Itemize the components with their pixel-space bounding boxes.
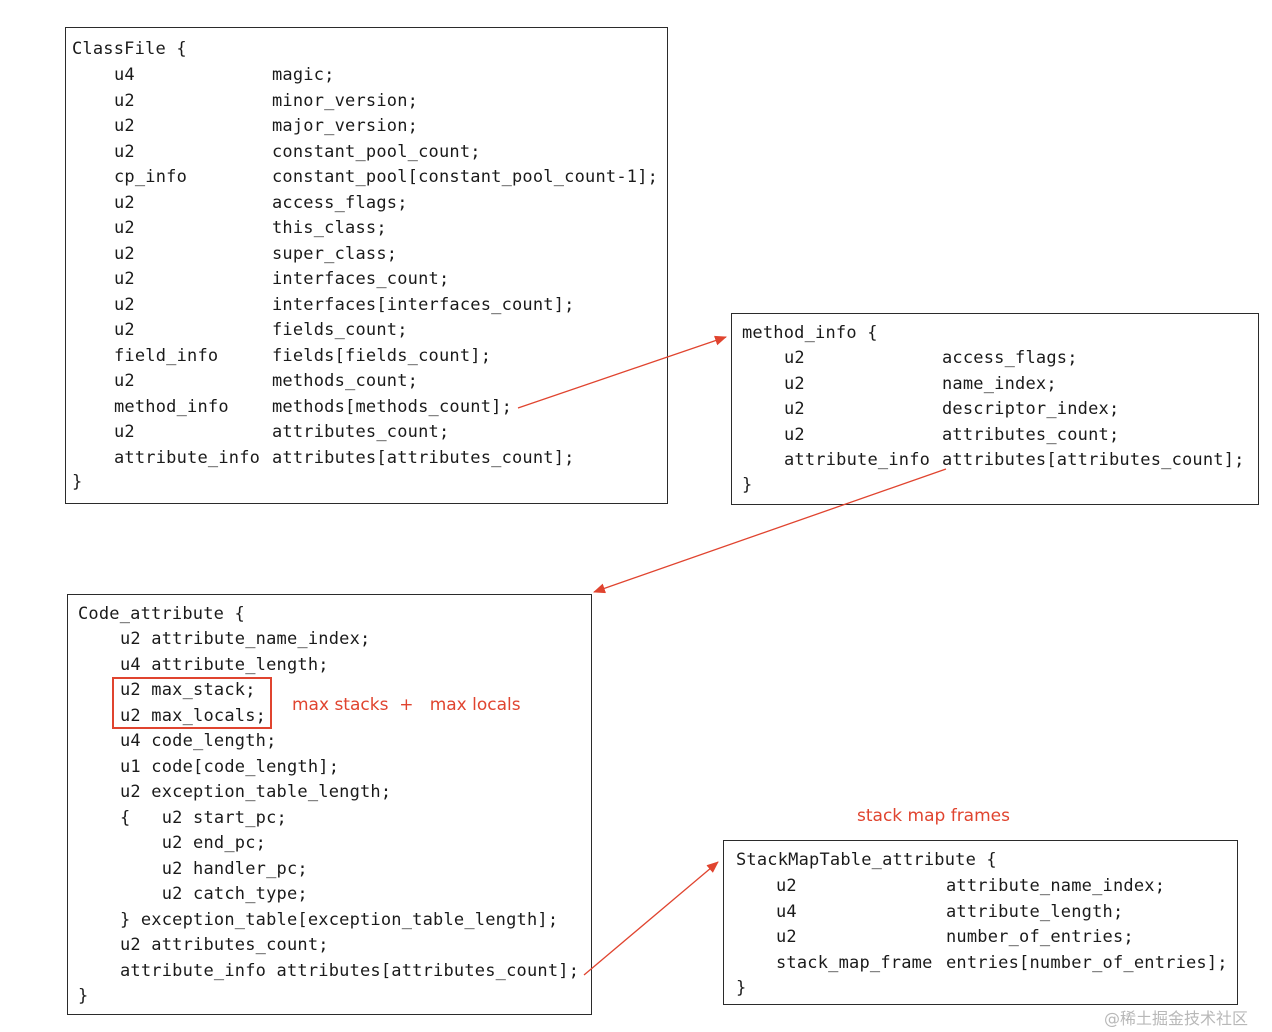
field-name: magic; [272, 65, 335, 85]
field-type: u2 [776, 927, 797, 947]
field-name: fields_count; [272, 320, 408, 340]
field-name: attribute_name_index; [946, 876, 1166, 896]
code-attribute-line: u2 end_pc; [120, 833, 267, 853]
code-attribute-line: u2 catch_type; [120, 884, 308, 904]
stack-map-frames-note: stack map frames [857, 806, 1010, 826]
stackmaptable-box: StackMapTable_attribute { u2 attribute_na… [723, 840, 1238, 1005]
field-name: this_class; [272, 218, 387, 238]
field-type: u2 [114, 422, 135, 442]
field-type: u2 [784, 424, 805, 445]
field-name: attributes_count; [942, 424, 1120, 445]
field-name: methods_count; [272, 371, 419, 391]
arrow-attributes-to-code-attribute [593, 468, 947, 594]
field-name: entries[number_of_entries]; [946, 952, 1228, 973]
field-name: number_of_entries; [946, 927, 1134, 947]
code-attribute-line: u1 code[code_length]; [120, 756, 340, 777]
code-attribute-header: Code_attribute { [78, 604, 245, 624]
arrow-attributes-to-stackmaptable [583, 861, 719, 976]
field-name: attribute_length; [946, 901, 1124, 922]
code-attribute-line: u4 code_length; [120, 731, 277, 751]
code-attribute-line: u2 handler_pc; [120, 858, 308, 879]
method-info-footer: } [742, 475, 753, 495]
max-highlight-box [112, 677, 272, 729]
field-name: constant_pool_count; [272, 141, 481, 162]
code-attribute-line: u2 max_stack; [120, 680, 256, 700]
field-type: u2 [114, 269, 135, 289]
field-type: attribute_info [784, 450, 931, 470]
code-attribute-footer: } [78, 986, 89, 1006]
max-stacks-locals-note: max stacks + max locals [292, 695, 521, 715]
field-name: minor_version; [272, 90, 419, 111]
field-name: major_version; [272, 116, 419, 136]
code-attribute-box: Code_attribute { u2 attribute_name_index… [67, 594, 592, 1015]
field-name: super_class; [272, 243, 398, 264]
code-attribute-line: u2 attributes_count; [120, 935, 329, 955]
field-name: access_flags; [272, 192, 408, 213]
field-name: attributes[attributes_count]; [272, 447, 575, 468]
field-name: constant_pool[constant_pool_count-1]; [272, 167, 659, 187]
watermark-text: @稀土掘金技术社区 [1104, 1009, 1249, 1028]
field-name: descriptor_index; [942, 399, 1120, 419]
stackmaptable-header: StackMapTable_attribute { [736, 850, 997, 870]
code-attribute-line: u2 exception_table_length; [120, 782, 392, 802]
field-type: u2 [114, 116, 135, 136]
field-name: attributes[attributes_count]; [942, 450, 1245, 470]
field-name: methods[methods_count]; [272, 396, 513, 417]
field-type: u2 [114, 320, 135, 340]
code-attribute-line: u2 max_locals; [120, 705, 267, 726]
field-type: field_info [114, 345, 219, 366]
code-attribute-line: u4 attribute_length; [120, 654, 329, 675]
field-type: u4 [114, 65, 135, 85]
classfile-footer: } [72, 472, 83, 492]
field-type: method_info [114, 396, 229, 417]
field-type: u2 [114, 192, 135, 213]
field-name: fields[fields_count]; [272, 345, 492, 366]
field-type: u2 [784, 373, 805, 394]
field-type: u2 [114, 218, 135, 238]
field-type: u2 [784, 399, 805, 419]
field-type: stack_map_frame [776, 952, 933, 973]
field-type: cp_info [114, 167, 188, 187]
field-name: interfaces[interfaces_count]; [272, 294, 575, 315]
field-type: u2 [114, 243, 135, 264]
field-type: u2 [784, 348, 805, 368]
field-type: u4 [776, 901, 797, 922]
field-name: attributes_count; [272, 422, 450, 442]
method-info-box: method_info { u2 access_flags; u2 name_inde… [731, 313, 1259, 505]
classfile-header: ClassFile { [72, 39, 187, 59]
field-name: access_flags; [942, 348, 1078, 368]
field-name: name_index; [942, 373, 1057, 394]
field-type: u2 [114, 90, 135, 111]
code-attribute-line: } exception_table[exception_table_length… [120, 909, 559, 930]
field-type: u2 [114, 371, 135, 391]
classfile-box: ClassFile { u4 magic; u2 minor_version; u2 ma… [65, 27, 668, 504]
code-attribute-line: { u2 start_pc; [120, 807, 287, 828]
field-type: u2 [114, 141, 135, 162]
field-type: u2 [114, 294, 135, 315]
field-type: attribute_info [114, 447, 261, 468]
field-name: interfaces_count; [272, 269, 450, 289]
code-attribute-line: u2 attribute_name_index; [120, 629, 371, 649]
arrow-methods-to-method-info [517, 335, 727, 409]
field-type: u2 [776, 876, 797, 896]
method-info-header: method_info { [742, 323, 878, 343]
code-attribute-line: attribute_info attributes[attributes_cou… [120, 960, 580, 981]
stackmaptable-footer: } [736, 978, 747, 998]
